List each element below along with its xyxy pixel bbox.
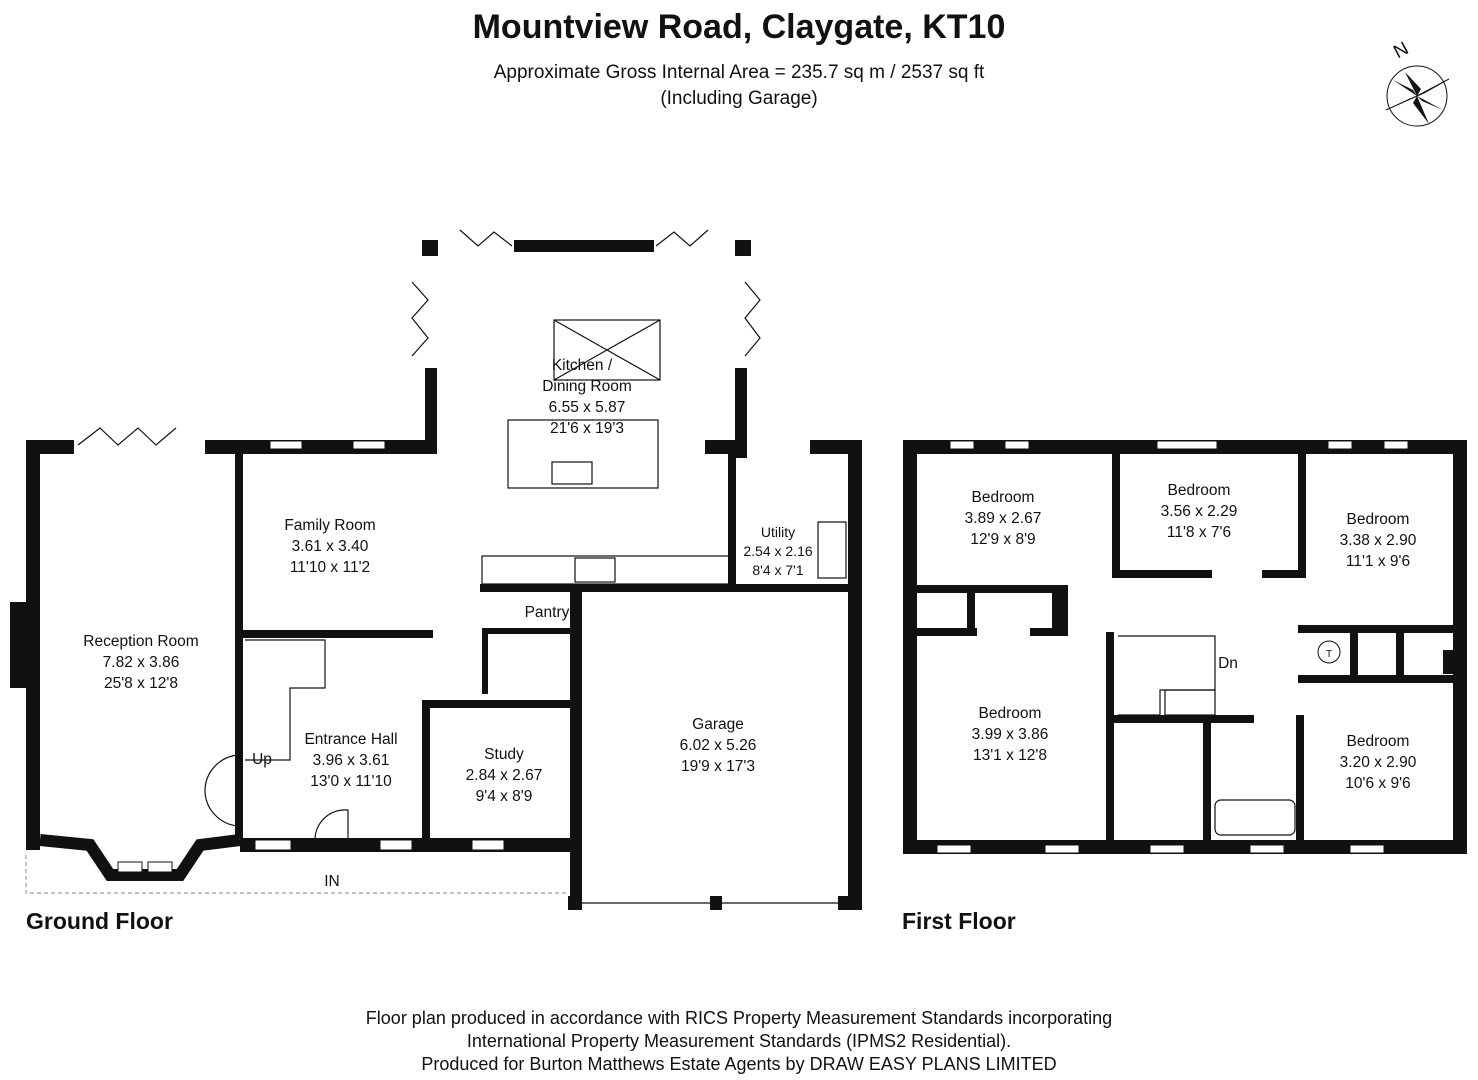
bedroom-2-label: Bedroom: [1168, 482, 1231, 499]
area-text: Approximate Gross Internal Area = 235.7 …: [493, 62, 985, 83]
entrance-hall-metric: 3.96 x 3.61: [313, 752, 390, 769]
entrance-in-label: IN: [324, 873, 340, 890]
bedroom-4-label: Bedroom: [979, 705, 1042, 722]
family-room-imperial: 11'10 x 11'2: [290, 559, 370, 576]
ground-floor-plan: [10, 229, 862, 910]
bedroom-5-imperial: 10'6 x 9'6: [1345, 775, 1410, 792]
garage-imperial: 19'9 x 17'3: [681, 758, 755, 775]
garage-label: Garage: [692, 716, 744, 733]
bedroom-1-label: Bedroom: [972, 489, 1035, 506]
study-label: Study: [484, 746, 524, 763]
bedroom-4-metric: 3.99 x 3.86: [972, 726, 1049, 743]
page-title: Mountview Road, Claygate, KT10: [472, 8, 1006, 46]
ground-floor-label: Ground Floor: [26, 908, 173, 934]
bedroom-5-metric: 3.20 x 2.90: [1340, 754, 1417, 771]
bedroom-2-imperial: 11'8 x 7'6: [1167, 524, 1231, 541]
kitchen-metric: 6.55 x 5.87: [549, 399, 626, 416]
bedroom-2-metric: 3.56 x 2.29: [1161, 503, 1238, 520]
compass-north-label: N: [1390, 38, 1412, 63]
compass-icon: N: [1385, 38, 1450, 127]
bedroom-3-imperial: 11'1 x 9'6: [1346, 553, 1410, 570]
bedroom-5-label: Bedroom: [1347, 733, 1410, 750]
entrance-hall-imperial: 13'0 x 11'10: [310, 773, 392, 790]
bedroom-1-imperial: 12'9 x 8'9: [970, 531, 1035, 548]
area-note: (Including Garage): [660, 88, 818, 109]
reception-room-label: Reception Room: [83, 633, 198, 650]
kitchen-label-2: Dining Room: [542, 378, 632, 395]
study-metric: 2.84 x 2.67: [466, 767, 543, 784]
bedroom-3-label: Bedroom: [1347, 511, 1410, 528]
bedroom-4-imperial: 13'1 x 12'8: [973, 747, 1047, 764]
study-imperial: 9'4 x 8'9: [476, 788, 533, 805]
entrance-hall-label: Entrance Hall: [304, 731, 397, 748]
utility-label: Utility: [761, 524, 795, 540]
footer-line-2: International Property Measurement Stand…: [466, 1031, 1012, 1051]
utility-imperial: 8'4 x 7'1: [752, 562, 803, 578]
utility-metric: 2.54 x 2.16: [743, 543, 812, 559]
first-floor-plan: T: [903, 440, 1467, 854]
reception-room-imperial: 25'8 x 12'8: [104, 675, 178, 692]
stairs-down-label: Dn: [1218, 655, 1238, 672]
tank-label: T: [1326, 649, 1332, 660]
family-room-metric: 3.61 x 3.40: [292, 538, 369, 555]
stairs-up-label: Up: [252, 751, 272, 768]
kitchen-imperial: 21'6 x 19'3: [550, 420, 624, 437]
family-room-label: Family Room: [284, 517, 375, 534]
bedroom-1-metric: 3.89 x 2.67: [965, 510, 1042, 527]
reception-room-metric: 7.82 x 3.86: [103, 654, 180, 671]
kitchen-label: Kitchen /: [552, 357, 613, 374]
footer-line-3: Produced for Burton Matthews Estate Agen…: [421, 1054, 1057, 1074]
bedroom-3-metric: 3.38 x 2.90: [1340, 532, 1417, 549]
garage-metric: 6.02 x 5.26: [680, 737, 757, 754]
pantry-label: Pantry: [525, 604, 570, 621]
footer-line-1: Floor plan produced in accordance with R…: [365, 1008, 1113, 1028]
first-floor-label: First Floor: [902, 908, 1016, 934]
